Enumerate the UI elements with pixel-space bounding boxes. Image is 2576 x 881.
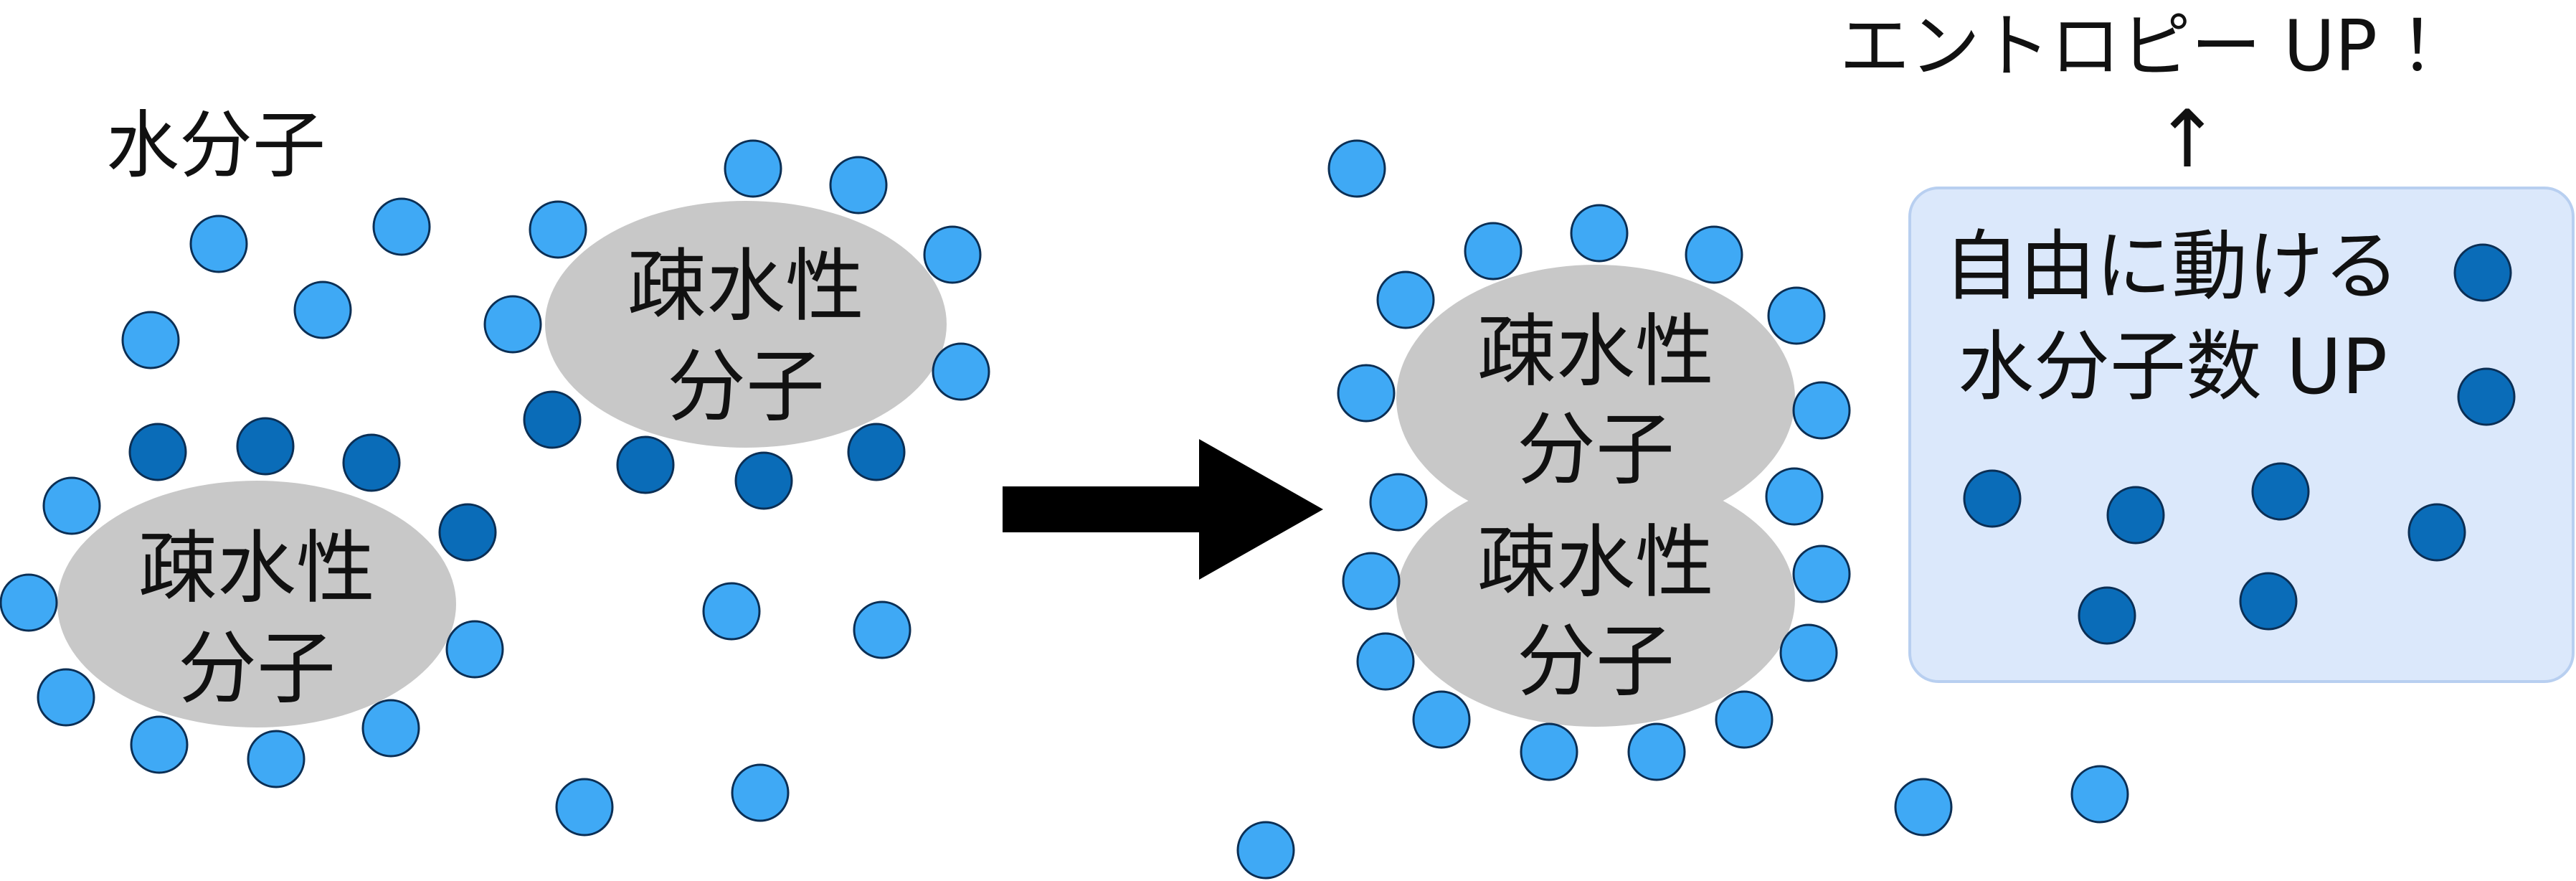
water-molecule-dot (293, 281, 352, 339)
water-molecule-dot (1894, 778, 1953, 837)
water-molecule-dot (1715, 690, 1774, 749)
water-molecule-dot (2070, 765, 2129, 824)
hydrophobic-label-line1: 疎水性 (1477, 306, 1714, 397)
water-molecule-dot (1342, 552, 1401, 611)
water-molecule-dot (361, 699, 420, 758)
water-molecule-dot (128, 423, 187, 481)
water-molecule-dot (1356, 632, 1415, 691)
water-molecule-dot (1327, 139, 1386, 198)
right-arrow-icon (1003, 439, 1323, 580)
water-molecule-dot (2453, 243, 2512, 302)
water-molecule-dot (923, 225, 982, 284)
water-molecule-dot (1369, 473, 1428, 532)
water-molecule-dot (0, 573, 58, 632)
water-molecule-dot (529, 200, 587, 259)
water-molecule-dot (1464, 222, 1523, 281)
water-molecule-dot (724, 139, 782, 198)
hydrophobic-label-line2: 分子 (1517, 616, 1675, 707)
water-molecule-dot (1792, 545, 1851, 603)
water-molecule-dot (829, 156, 888, 215)
water-molecule-dot (445, 620, 504, 679)
water-molecule-dot (37, 668, 95, 727)
hydrophobic-label-line2: 分子 (178, 623, 336, 715)
water-molecule-dot (847, 423, 906, 481)
free-water-label-line2: 水分子数 UP (1958, 323, 2387, 411)
water-molecule-dot (2407, 503, 2466, 562)
water-molecule-dot (734, 451, 793, 510)
water-molecule-dot (42, 476, 101, 535)
hydrophobic-blob (57, 481, 456, 727)
water-molecule-dot (932, 342, 990, 401)
hydrophobic-label-line1: 疎水性 (138, 522, 375, 614)
free-water-label-line1: 自由に動ける (1943, 222, 2400, 311)
water-molecule-dot (731, 763, 790, 822)
entropy-up-label: エントロピー UP ！ (1839, 6, 2470, 88)
up-arrow-icon: ↑ (2154, 93, 2220, 185)
hydrophobic-molecule-left-top: 疎水性 分子 (545, 201, 947, 448)
water-molecule-dot (189, 215, 248, 273)
water-molecule-dot (247, 730, 306, 788)
hydrophobic-label-line2: 分子 (1517, 404, 1675, 496)
water-molecule-dot (2457, 367, 2516, 426)
water-molecule-dot (372, 197, 431, 256)
water-molecule-dot (1963, 469, 2022, 528)
water-molecule-dot (121, 311, 180, 369)
water-molecule-dot (523, 390, 582, 449)
hydrophobic-molecule-merged: 疎水性 分子 疎水性 分子 (1396, 265, 1795, 727)
water-molecule-dot (702, 582, 761, 641)
water-molecule-dot (853, 600, 911, 659)
water-molecule-dot (2078, 586, 2136, 645)
water-molecules (0, 139, 2516, 880)
hydrophobic-blob-upper (1396, 265, 1795, 532)
water-molecule-dot (1792, 381, 1851, 440)
hydrophobic-blob (545, 201, 947, 448)
water-molecule-dot (1236, 821, 1295, 880)
free-water-panel: 自由に動ける 水分子数 UP (1908, 187, 2575, 683)
water-molecule-dot (438, 503, 497, 562)
water-molecule-dot (1570, 204, 1629, 263)
hydrophobic-molecule-left-bottom: 疎水性 分子 (57, 481, 456, 727)
water-molecule-dot (483, 295, 542, 354)
water-molecule-dot (1779, 623, 1838, 682)
water-molecule-dot (130, 715, 189, 774)
water-molecule-dot (1765, 467, 1824, 526)
water-molecule-dot (555, 778, 614, 837)
water-molecule-dot (1685, 225, 1743, 284)
water-molecule-dot (1767, 286, 1826, 345)
water-molecule-dot (1627, 722, 1686, 781)
hydrophobic-label-line2: 分子 (667, 341, 825, 433)
water-molecule-dot (616, 435, 675, 494)
water-molecule-dot (2239, 572, 2298, 631)
water-molecule-dot (1376, 270, 1435, 329)
water-molecule-dot (2251, 462, 2310, 521)
water-molecule-dot (236, 417, 295, 476)
water-molecule-dot (2106, 486, 2165, 545)
hydrophobic-blob-lower (1396, 471, 1795, 727)
water-molecule-dot (1520, 722, 1578, 781)
water-molecule-dot (1412, 690, 1471, 749)
hydrophobic-label-line1: 疎水性 (628, 240, 864, 332)
hydrophobic-label-line1: 疎水性 (1477, 517, 1714, 608)
panel-background (1908, 187, 2575, 683)
water-molecule-label: 水分子 (106, 103, 326, 189)
water-molecule-dot (1337, 364, 1396, 423)
water-molecule-dot (342, 433, 401, 492)
